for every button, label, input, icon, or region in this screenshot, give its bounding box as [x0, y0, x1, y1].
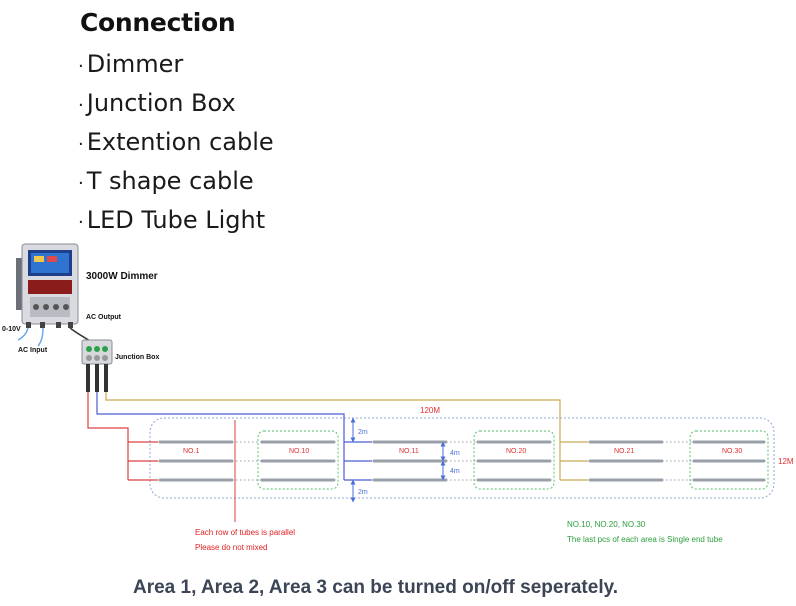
heading: Connection: [80, 8, 236, 37]
footer-note: Area 1, Area 2, Area 3 can be turned on/…: [133, 577, 619, 598]
list-item: ·Extention cable: [78, 128, 274, 156]
list-item: ·Dimmer: [78, 50, 184, 78]
gap-bottom-label: 2m: [358, 489, 368, 496]
tube-rows-area-2: [372, 440, 552, 482]
tube-label-no20: NO.20: [506, 448, 526, 455]
ac-input-label: AC Input: [18, 347, 48, 354]
tube-gap-dots-area-1: [232, 441, 262, 481]
list-item: ·Junction Box: [78, 89, 236, 117]
length-right-label: 12M: [778, 457, 794, 466]
junction-box-label: Junction Box: [115, 354, 159, 361]
tube-label-no10: NO.10: [289, 448, 309, 455]
note-parallel-2: Please do not mixed: [195, 543, 268, 552]
note-parallel-1: Each row of tubes is parallel: [195, 528, 295, 537]
tube-rows-area-1: [158, 440, 336, 482]
list-item-label: Dimmer: [86, 50, 184, 78]
note-single-end-1: NO.10, NO.20, NO.30: [567, 520, 646, 529]
tube-label-no21: NO.21: [614, 448, 634, 455]
ac-output-label: AC Output: [86, 314, 122, 321]
junction-box: [81, 339, 113, 392]
tube-label-no30: NO.30: [722, 448, 742, 455]
list-item-label: T shape cable: [86, 167, 254, 195]
list-item-label: LED Tube Light: [86, 206, 266, 234]
list-item: ·T shape cable: [78, 167, 254, 195]
length-total-label: 120M: [420, 406, 440, 415]
tube-rows-area-3: [588, 440, 766, 482]
tube-label-no11: NO.11: [399, 448, 419, 455]
list-item: ·LED Tube Light: [78, 206, 266, 234]
note-single-end-2: The last pcs of each area is Single end …: [567, 535, 723, 544]
component-list: ·Dimmer ·Junction Box ·Extention cable ·…: [78, 46, 274, 241]
dimmer-device: [16, 243, 79, 328]
gap-top-label: 2m: [358, 429, 368, 436]
single-end-group-3: [689, 430, 769, 490]
list-item-label: Junction Box: [86, 89, 236, 117]
dimmer-label: 3000W Dimmer: [86, 271, 158, 282]
input-0-10v-label: 0-10V: [2, 326, 21, 333]
row-gap-1-label: 4m: [450, 450, 460, 457]
single-end-group-2: [473, 430, 555, 490]
tube-gap-dots-area-3: [662, 441, 694, 481]
tube-gap-dots-area-2: [446, 441, 478, 481]
tube-label-no1: NO.1: [183, 448, 199, 455]
row-gap-2-label: 4m: [450, 468, 460, 475]
list-item-label: Extention cable: [86, 128, 274, 156]
area-outline: [149, 417, 775, 499]
single-end-group-1: [257, 430, 339, 490]
